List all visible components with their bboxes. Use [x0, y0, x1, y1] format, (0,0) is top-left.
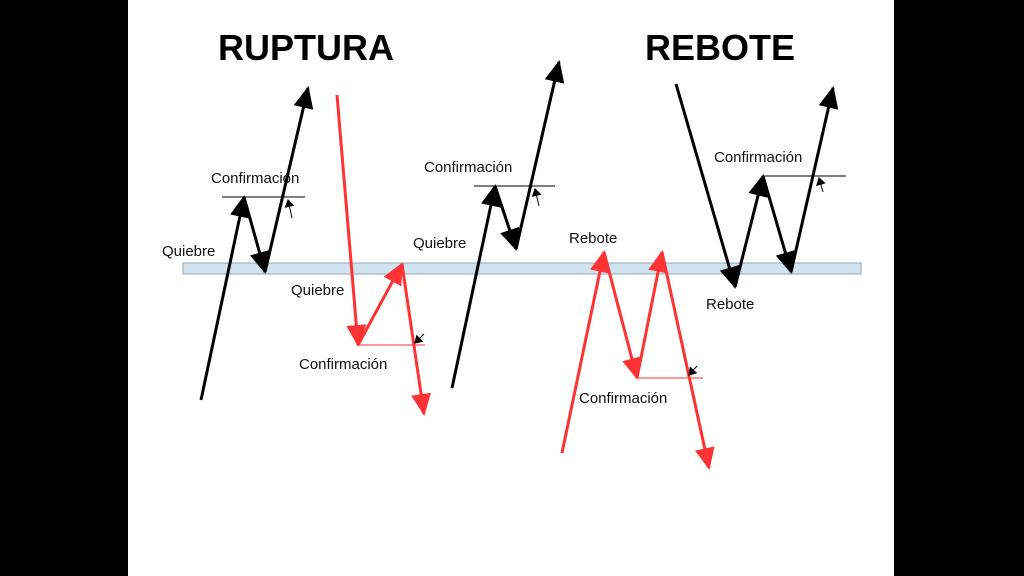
arrow-down-leg: [674, 83, 740, 289]
arrow-up-leg: [199, 195, 250, 401]
arrow-pullback: [356, 262, 404, 346]
label-confirmacion: Confirmación: [424, 159, 512, 176]
confirmation-pointer-icon: [284, 199, 295, 219]
arrow-up-leg: [450, 184, 501, 389]
pattern-breakout-up: Confirmación Quiebre: [162, 86, 314, 401]
arrow-pullback: [761, 175, 795, 274]
arrow-retest: [635, 250, 668, 379]
pattern-bounce-down: Rebote Confirmación: [560, 230, 715, 470]
pattern-breakout-up-2: Confirmación Quiebre: [413, 60, 565, 389]
confirmation-pointer-icon: [531, 188, 542, 207]
label-quiebre: Quiebre: [162, 243, 215, 260]
title-ruptura: RUPTURA: [218, 27, 394, 68]
arrow-continuation: [263, 86, 314, 273]
label-confirmacion: Confirmación: [211, 170, 299, 187]
pattern-bounce-up: Confirmación Rebote: [674, 83, 846, 313]
arrow-down-leg: [335, 94, 367, 347]
arrow-pullback: [242, 196, 270, 274]
slide: [128, 0, 894, 576]
arrow-pullback: [602, 251, 642, 380]
price-level-band: [182, 262, 862, 275]
label-confirmacion: Confirmación: [579, 390, 667, 407]
arrow-up-leg: [560, 250, 610, 454]
label-rebote: Rebote: [706, 296, 754, 313]
arrow-pullback: [493, 185, 520, 251]
label-confirmacion: Confirmación: [714, 149, 802, 166]
arrow-continuation: [400, 263, 431, 416]
arrow-continuation: [514, 60, 565, 250]
arrow-continuation: [660, 251, 715, 470]
label-quiebre: Quiebre: [291, 282, 344, 299]
label-confirmacion: Confirmación: [299, 356, 387, 373]
arrow-up-leg: [733, 174, 768, 288]
title-rebote: REBOTE: [645, 27, 795, 68]
label-quiebre: Quiebre: [413, 235, 466, 252]
confirmation-pointer-icon: [816, 177, 826, 193]
confirmation-pointer-icon: [688, 365, 698, 376]
confirmation-pointer-icon: [414, 333, 425, 344]
pattern-breakout-down: Quiebre Confirmación: [291, 94, 431, 416]
label-rebote: Rebote: [569, 230, 617, 247]
arrow-continuation: [789, 86, 839, 273]
